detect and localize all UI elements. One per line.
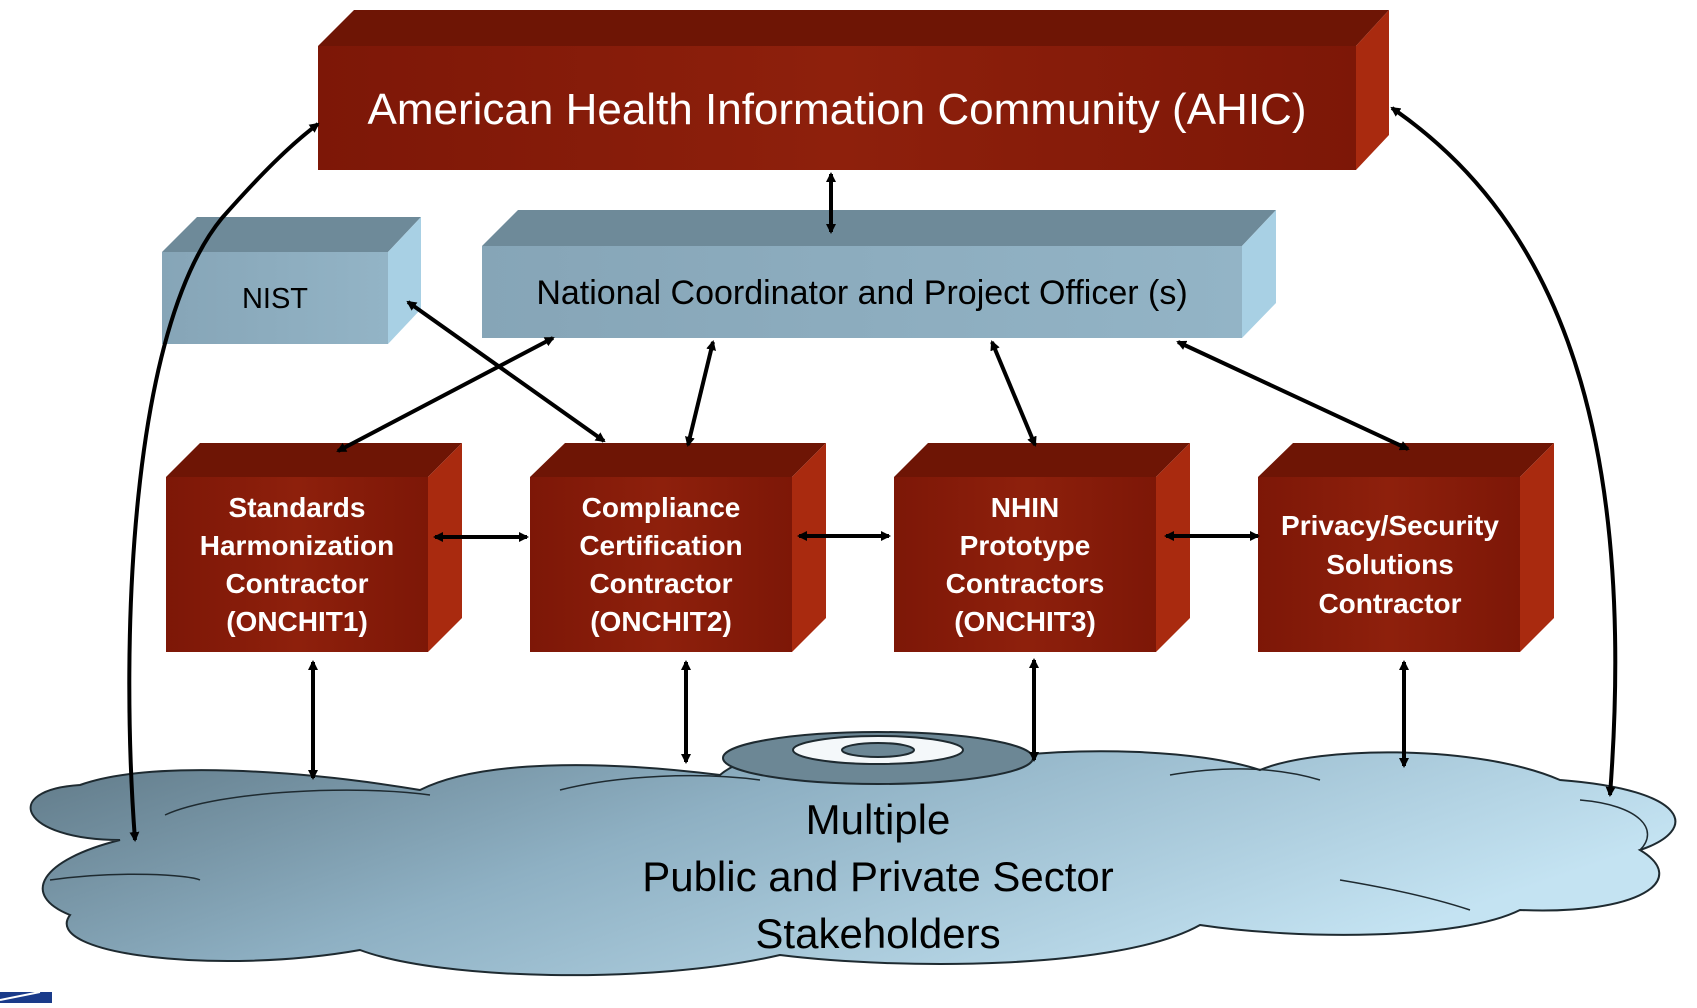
- logo-fragment: [0, 991, 52, 1003]
- nist-box: NIST: [162, 217, 421, 344]
- contractor-2-line-4: (ONCHIT2): [590, 606, 732, 637]
- nist-label: NIST: [242, 283, 308, 315]
- arrow-coordinator-contractor1: [336, 336, 555, 453]
- contractor-4-line-2: Solutions: [1326, 549, 1454, 580]
- stakeholders-line-3: Stakeholders: [755, 910, 1000, 957]
- arrow-coordinator-contractor2: [685, 340, 716, 447]
- arrow-left-curve: [127, 122, 320, 842]
- contractor-3-line-3: Contractors: [946, 568, 1105, 599]
- connector-arrows: [127, 106, 1618, 842]
- contractor-1-line-2: Harmonization: [200, 530, 394, 561]
- arrow-nist-contractor2: [406, 300, 606, 443]
- contractor-2-line-1: Compliance: [582, 492, 741, 523]
- contractor-4-line-1: Privacy/Security: [1281, 510, 1499, 541]
- national-coordinator-label: National Coordinator and Project Officer…: [536, 274, 1187, 312]
- contractor-1-line-3: Contractor: [225, 568, 368, 599]
- contractor-3-line-4: (ONCHIT3): [954, 606, 1096, 637]
- contractor-box-1: Standards Harmonization Contractor (ONCH…: [166, 443, 462, 652]
- contractor-2-line-2: Certification: [579, 530, 742, 561]
- contractor-2-line-3: Contractor: [589, 568, 732, 599]
- ahic-box: American Health Information Community (A…: [318, 10, 1389, 170]
- contractor-3-line-1: NHIN: [991, 492, 1059, 523]
- contractor-1-line-4: (ONCHIT1): [226, 606, 368, 637]
- contractor-box-3: NHIN Prototype Contractors (ONCHIT3): [894, 443, 1190, 652]
- stakeholders-line-1: Multiple: [806, 796, 951, 843]
- arrow-right-curve: [1390, 106, 1618, 797]
- contractor-3-line-2: Prototype: [960, 530, 1091, 561]
- arrow-coordinator-contractor3: [990, 340, 1037, 447]
- arrow-coordinator-contractor4: [1176, 340, 1410, 451]
- contractor-box-4: Privacy/Security Solutions Contractor: [1258, 443, 1554, 652]
- contractor-1-line-1: Standards: [229, 492, 366, 523]
- national-coordinator-box: National Coordinator and Project Officer…: [482, 210, 1276, 338]
- contractor-4-line-3: Contractor: [1318, 588, 1461, 619]
- stakeholders-cloud: [29, 731, 1677, 977]
- stakeholders-line-2: Public and Private Sector: [642, 853, 1114, 900]
- ahic-label: American Health Information Community (A…: [368, 85, 1307, 134]
- contractor-box-2: Compliance Certification Contractor (ONC…: [530, 443, 826, 652]
